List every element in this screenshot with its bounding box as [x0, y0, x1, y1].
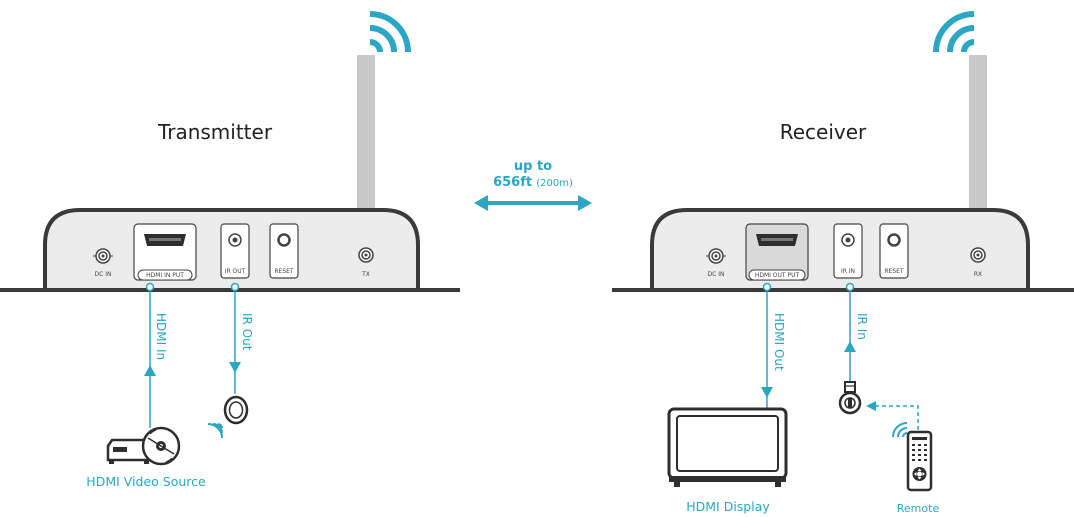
receiver-hdmi-port-label: HDMI OUT PUT [755, 272, 800, 279]
hdmi-video-source-label: HDMI Video Source [86, 474, 206, 489]
arrow-right-icon [578, 195, 592, 211]
arrow-up-icon [144, 365, 156, 376]
link-line1: up to [514, 159, 552, 174]
ir-receiver-icon [838, 381, 862, 415]
wifi-signal-icon [369, 11, 411, 53]
arrow-down-icon [229, 362, 241, 373]
remote-control-icon [892, 422, 933, 492]
receiver-ir-port-label: IR IN [841, 268, 855, 275]
arrow-left-icon [866, 401, 876, 411]
receiver-left-flange [612, 262, 654, 292]
receiver-ir-connection: IR In [838, 282, 869, 415]
receiver-right-flange [1026, 262, 1074, 292]
remote-label: Remote [897, 502, 940, 515]
wifi-signal-icon [933, 11, 975, 53]
receiver-hdmi-connection-label: HDMI Out [772, 313, 786, 371]
link-distance-line: 656ft (200m) [493, 175, 573, 190]
receiver-reset-label: RESET [884, 268, 904, 275]
hdmi-video-source-icon [106, 426, 181, 466]
transmitter-dc-in-label: DC IN [95, 271, 112, 278]
transmitter-right-flange [416, 262, 460, 292]
transmitter-ir-port: IR OUT [220, 223, 250, 279]
link-distance: 656ft [493, 175, 532, 190]
receiver-title: Receiver [780, 120, 867, 144]
transmitter-ir-connection-label: IR Out [240, 313, 254, 351]
transmitter-antenna-label: TX [361, 271, 370, 278]
receiver-hdmi-connection: HDMI Out [761, 282, 786, 408]
transmitter-reset-label: RESET [274, 268, 294, 275]
receiver-dc-in-port: DC IN [706, 248, 726, 278]
receiver-ir-port: IR IN [833, 223, 863, 279]
transmitter-reset-button: RESET [269, 223, 299, 279]
transmitter-title: Transmitter [157, 120, 273, 144]
link-metric: (200m) [536, 178, 573, 189]
ir-signal-icon [207, 423, 223, 439]
transmitter-hdmi-port-label: HDMI IN PUT [146, 272, 184, 279]
transmitter-hdmi-port: HDMI IN PUT [133, 223, 197, 281]
transmitter-ir-port-label: IR OUT [225, 268, 246, 275]
arrow-up-icon [844, 341, 856, 352]
receiver-antenna-label: RX [974, 271, 982, 278]
transmitter-antenna-connector: TX [358, 247, 374, 278]
wireless-link: up to 656ft (200m) [474, 159, 592, 211]
transmitter-hdmi-connection: HDMI In [144, 282, 168, 428]
transmitter-hdmi-connection-label: HDMI In [154, 313, 168, 360]
arrow-down-icon [761, 387, 773, 398]
transmitter-antenna-mast [357, 55, 375, 215]
receiver-hdmi-port: HDMI OUT PUT [745, 223, 809, 281]
transmitter-ir-connection: IR Out [207, 282, 254, 439]
arrow-left-icon [474, 195, 488, 211]
transmitter-left-flange [0, 262, 47, 292]
ir-signal-icon [892, 422, 908, 438]
ir-emitter-icon [223, 395, 249, 425]
receiver-antenna-mast [969, 55, 987, 215]
ir-beam [866, 401, 919, 430]
receiver-antenna-connector: RX [970, 247, 986, 278]
receiver-ir-connection-label: IR In [855, 313, 869, 340]
receiver-reset-button: RESET [879, 223, 909, 279]
transmitter-unit: DC IN HDMI IN PUT IR OUT RESET [0, 11, 460, 292]
receiver-dc-in-label: DC IN [708, 271, 725, 278]
receiver-unit: DC IN HDMI OUT PUT IR IN RESET [612, 11, 1074, 292]
hdmi-display-label: HDMI Display [686, 499, 770, 514]
transmitter-dc-in-port: DC IN [93, 248, 113, 278]
tv-display-icon [667, 407, 788, 487]
